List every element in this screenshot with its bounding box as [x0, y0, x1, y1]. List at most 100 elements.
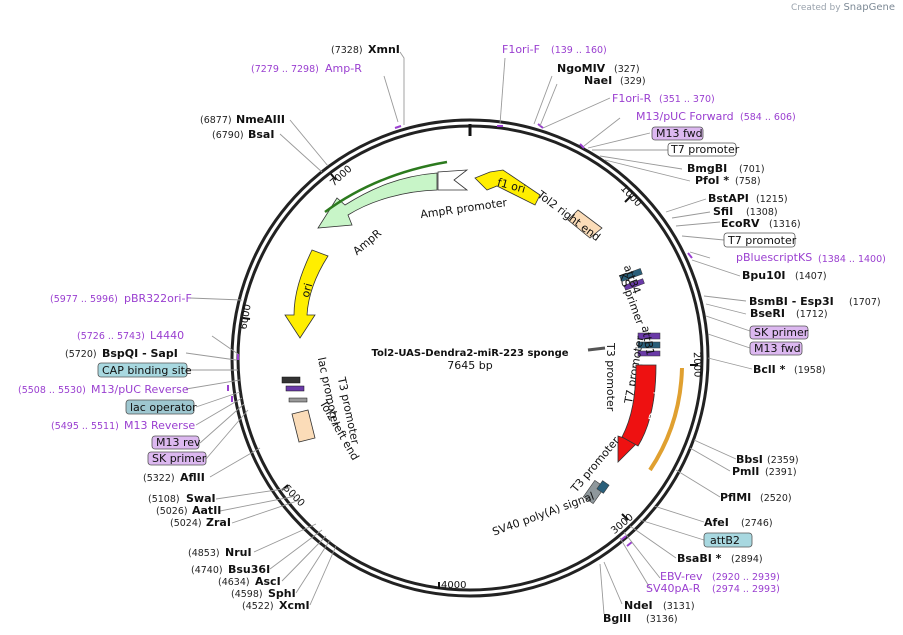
primer-range-f1ori-r: (351 .. 370) — [659, 94, 715, 105]
ampr-arrow — [317, 172, 438, 229]
box-lac-operator — [125, 399, 195, 415]
dendra2-body — [621, 364, 657, 447]
attb4-marker — [619, 268, 645, 291]
primer-amp-r: Amp-R — [325, 62, 362, 75]
enzyme-pos-zrai: (5024) — [170, 518, 202, 529]
enzyme-pos-naei: (329) — [620, 76, 646, 87]
enzyme-naei: NaeI — [584, 74, 612, 87]
enzyme-pos-bstapi: (1215) — [756, 194, 788, 205]
primer-range-ebv-rev: (2920 .. 2939) — [712, 572, 780, 583]
primer-pbluescriptks: pBluescriptKS — [736, 251, 812, 264]
attb1-label: attB1 — [639, 325, 657, 357]
enzyme-pos-nrui: (4853) — [188, 548, 220, 559]
enzyme-ngomiv: NgoMIV — [557, 62, 606, 75]
enzyme-ecorv: EcoRV — [721, 217, 760, 230]
enzyme-pos-ecorv: (1316) — [769, 219, 801, 230]
tol2-left-end-box — [291, 409, 316, 443]
enzyme-ndei: NdeI — [624, 599, 653, 612]
enzyme-bsu36i: Bsu36I — [228, 563, 270, 576]
primer-range-f1ori-f: (139 .. 160) — [551, 45, 607, 56]
enzyme-bbsi: BbsI — [736, 453, 763, 466]
enzyme-bseri: BseRI — [750, 307, 785, 320]
box-cap-binding-site — [97, 362, 188, 378]
box-t7-promoter-1 — [667, 142, 737, 157]
box-t7-promoter-2-label: T7 promoter — [727, 234, 797, 247]
primer-m13-puc-reverse: M13/pUC Reverse — [91, 383, 189, 396]
enzyme-bsai: BsaI — [248, 128, 274, 141]
enzyme-pos-bsu36i: (4740) — [191, 565, 223, 576]
enzyme-pos-bglii: (3136) — [646, 614, 678, 625]
enzyme-pos-swai: (5108) — [148, 494, 180, 505]
t3-promoter-label-a: T3 promoter — [604, 342, 617, 412]
box-cap-binding-site-label: CAP binding site — [102, 364, 192, 377]
enzyme-pos-bseri: (1712) — [796, 309, 828, 320]
enzyme-xcmi: XcmI — [279, 599, 310, 612]
sv40-marker — [582, 479, 610, 505]
primer-range-l4440: (5726 .. 5743) — [77, 331, 145, 342]
box-m13-fwd-2-label: M13 fwd — [754, 342, 801, 355]
enzyme-pos-xcmi: (4522) — [242, 601, 274, 612]
enzyme-xmni: XmnI — [368, 43, 400, 56]
tick-4000: 4000 — [441, 580, 466, 591]
enzyme-pos-bcli: (1958) — [794, 365, 826, 376]
enzyme-pos-bspqi: (5720) — [65, 349, 97, 360]
primer-l4440: L4440 — [150, 329, 184, 342]
enzyme-pos-aflii: (5322) — [143, 473, 175, 484]
enzyme-pos-nmeaiii: (6877) — [200, 115, 232, 126]
enzyme-pos-bsmbi: (1707) — [849, 297, 881, 308]
primer-marks — [227, 123, 693, 547]
enzyme-pfoi: PfoI * — [695, 174, 729, 187]
enzyme-pos-sphi: (4598) — [231, 589, 263, 600]
f1-ori-arrow — [474, 169, 541, 206]
enzyme-bsabi: BsaBI * — [677, 552, 722, 565]
box-m13-fwd-2 — [749, 341, 803, 356]
primer-sv40pa-r: SV40pA-R — [646, 582, 701, 595]
enzyme-bcli: BclI * — [753, 363, 786, 376]
ampr-promoter-label: AmpR promoter — [419, 196, 508, 221]
enzyme-bsmbi: BsmBI - Esp3I — [749, 295, 834, 308]
t3-promoter-mark-a — [587, 346, 606, 352]
snapgene-logo-text: SnapGene — [843, 2, 895, 13]
enzyme-bspqi: BspQI - SapI — [102, 347, 178, 360]
enzyme-bstapi: BstAPI — [708, 192, 749, 205]
enzyme-pos-ngomiv: (327) — [614, 64, 640, 75]
primer-range-pbr322ori-f: (5977 .. 5996) — [50, 294, 118, 305]
enzyme-pos-xmni: (7328) — [331, 45, 363, 56]
box-sk-primer-2 — [147, 451, 207, 466]
primer-range-sv40pa-r: (2974 .. 2993) — [712, 584, 780, 595]
enzyme-pmli: PmlI — [732, 465, 759, 478]
enzyme-pos-pmli: (2391) — [765, 467, 797, 478]
enzyme-sfii: SfiI — [713, 205, 733, 218]
primer-m13-puc-forward: M13/pUC Forward — [636, 110, 734, 123]
enzyme-pos-aatii: (5026) — [156, 506, 188, 517]
enzyme-pos-pflmi: (2520) — [760, 493, 792, 504]
enzyme-bmgbi: BmgBI — [687, 162, 727, 175]
ampr-thin-arc — [324, 160, 448, 214]
enzyme-pos-sfii: (1308) — [746, 207, 778, 218]
created-by-text: Created by — [791, 3, 841, 13]
primer-range-pbluescriptks: (1384 .. 1400) — [818, 254, 886, 265]
enzyme-zrai: ZraI — [206, 516, 231, 529]
enzyme-pos-bsabi: (2894) — [731, 554, 763, 565]
enzyme-bglii: BglII — [603, 612, 631, 625]
box-m13-fwd-1 — [651, 126, 704, 141]
leader-lines — [185, 51, 753, 615]
enzyme-pos-afei: (2746) — [741, 518, 773, 529]
box-sk-primer-1 — [749, 325, 809, 340]
enzyme-sphi: SphI — [268, 587, 296, 600]
attb1-marker — [637, 332, 661, 357]
primer-range-m13-puc-reverse: (5508 .. 5530) — [18, 385, 86, 396]
enzyme-pos-bbsi: (2359) — [767, 455, 799, 466]
ori-arrow — [284, 249, 329, 339]
enzyme-pos-ndei: (3131) — [663, 601, 695, 612]
plasmid-size: 7645 bp — [447, 359, 492, 372]
primer-pbr322ori-f: pBR322ori-F — [124, 292, 192, 305]
enzyme-swai: SwaI — [186, 492, 216, 505]
box-attb2-label: attB2 — [710, 534, 740, 547]
box-m13-fwd-1-label: M13 fwd — [656, 127, 703, 140]
lac-promoter-marker — [281, 376, 308, 403]
box-t7-promoter-2 — [723, 232, 796, 248]
outer-labels: (7328) XmnI (7279 .. 7298) Amp-R F1ori-F… — [18, 43, 886, 625]
primer-range-m13-reverse: (5495 .. 5511) — [51, 421, 119, 432]
